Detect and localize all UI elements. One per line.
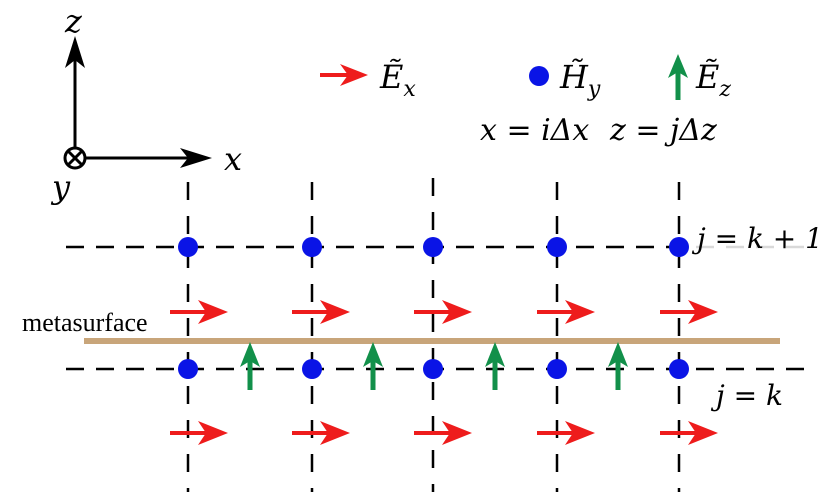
- red-arrow-icon: [320, 64, 368, 86]
- ex-arrow-icon: [292, 421, 350, 445]
- svg-text:Ẽz: Ẽz: [695, 58, 731, 102]
- legend-hy-subscript: y: [587, 77, 601, 102]
- x-axis-arrowhead-icon: [180, 148, 212, 168]
- hy-node-icon: [669, 237, 689, 257]
- z-axis-arrowhead-icon: [65, 36, 85, 68]
- ex-arrow-icon: [414, 421, 472, 445]
- green-arrow-icon: [668, 54, 688, 100]
- hy-nodes-lower: [178, 359, 689, 379]
- legend-ex-symbol: Ẽ: [379, 58, 403, 96]
- svg-text:Ẽx: Ẽx: [379, 58, 416, 102]
- row-label-upper: j = k + 1: [691, 222, 823, 255]
- ex-row-upper: [170, 300, 718, 324]
- legend: Ẽx H̃y Ẽz x = iΔx z = jΔz: [320, 54, 731, 148]
- hy-node-icon: [547, 359, 567, 379]
- hy-node-icon: [302, 359, 322, 379]
- y-axis-label: y: [50, 168, 71, 206]
- ex-arrow-icon: [170, 421, 228, 445]
- ex-arrow-icon: [292, 300, 350, 324]
- x-axis-label: x: [224, 140, 242, 178]
- ex-arrow-icon: [537, 421, 595, 445]
- legend-hy-symbol: H̃: [559, 58, 589, 96]
- z-axis-label: z: [64, 2, 83, 40]
- ex-arrow-icon: [170, 300, 228, 324]
- blue-dot-icon: [529, 66, 549, 86]
- legend-ez: Ẽz: [668, 54, 731, 102]
- metasurface-label-bg: [20, 308, 180, 338]
- row-label-lower: j = k: [710, 379, 783, 412]
- svg-text:H̃y: H̃y: [559, 58, 601, 102]
- ez-arrow-icon: [608, 342, 628, 390]
- hy-node-icon: [178, 237, 198, 257]
- ex-arrow-icon: [660, 300, 718, 324]
- hy-nodes-upper: [178, 237, 689, 257]
- hy-node-icon: [423, 359, 443, 379]
- legend-hy: H̃y: [529, 58, 601, 102]
- hy-node-icon: [178, 359, 198, 379]
- ex-arrow-icon: [660, 421, 718, 445]
- legend-ex: Ẽx: [320, 58, 416, 102]
- ez-arrows: [240, 342, 628, 390]
- x-definition: x = iΔx: [480, 113, 589, 148]
- hy-node-icon: [302, 237, 322, 257]
- ex-arrow-icon: [414, 300, 472, 324]
- legend-ex-subscript: x: [403, 77, 416, 102]
- row-label-upper-bg: [694, 222, 828, 256]
- legend-ez-symbol: Ẽ: [695, 58, 719, 96]
- hy-node-icon: [423, 237, 443, 257]
- y-axis-cross-b: [66, 149, 84, 167]
- metasurface-label: metasurface: [22, 308, 148, 337]
- ex-arrow-icon: [537, 300, 595, 324]
- legend-ez-subscript: z: [718, 77, 731, 102]
- hy-node-icon: [669, 359, 689, 379]
- coordinate-axes: z x y: [50, 2, 242, 206]
- ez-arrow-icon: [485, 342, 505, 390]
- hy-node-icon: [547, 237, 567, 257]
- z-definition: z = jΔz: [609, 113, 717, 148]
- ez-arrow-icon: [240, 342, 260, 390]
- ez-arrow-icon: [363, 342, 383, 390]
- ex-row-lower: [170, 421, 718, 445]
